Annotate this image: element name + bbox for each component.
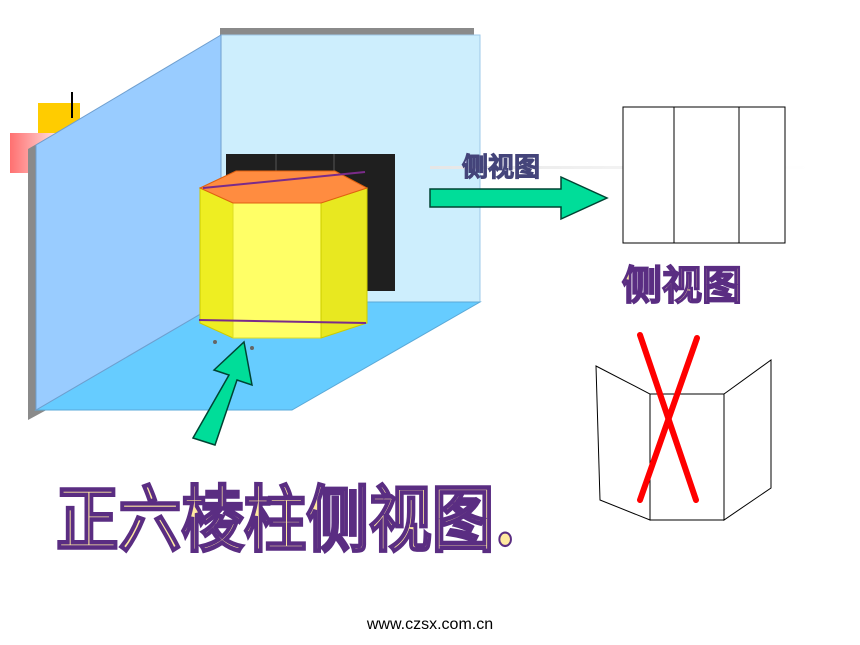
prism-top-edge-line (202, 171, 366, 189)
prism-front-face (232, 202, 322, 339)
prism-top-face (198, 170, 369, 204)
side-view-correct-drawing (622, 106, 786, 244)
viewing-direction-arrow (191, 340, 253, 446)
side-view-caption: 侧视图 (622, 262, 742, 309)
footer-url: www.czsx.com.cn (366, 616, 494, 633)
side-view-small-label: 侧视图 (462, 153, 540, 183)
prism-bottom-edge-line (198, 319, 367, 324)
main-title: 正六棱柱侧视图. (56, 477, 516, 562)
prism-right-face (320, 187, 368, 339)
cross-mark-icon (637, 332, 700, 503)
projection-room (28, 28, 482, 420)
hexagonal-prism (198, 170, 369, 350)
prism-left-face (199, 187, 234, 339)
projection-arrow (429, 175, 609, 221)
